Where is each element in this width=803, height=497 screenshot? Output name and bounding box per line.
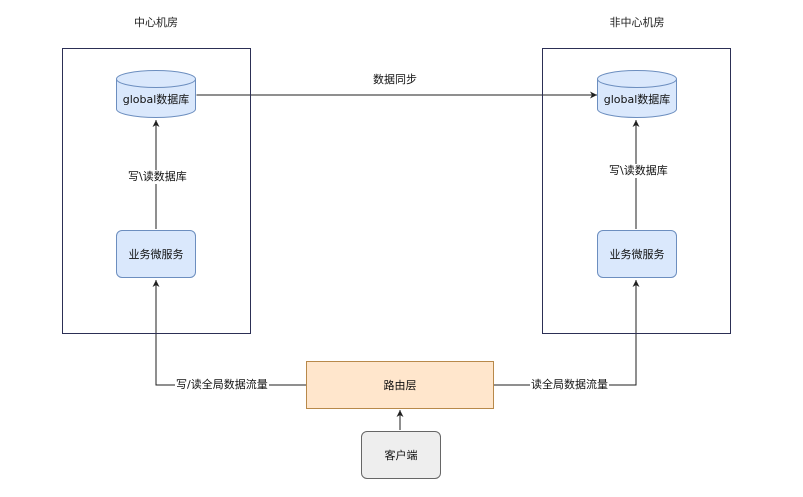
- non-center-database-label: global数据库: [603, 93, 671, 106]
- rw-global-traffic-label: 写/读全局数据流量: [175, 378, 269, 392]
- data-sync-label: 数据同步: [372, 73, 418, 87]
- database-cylinder-icon: [597, 70, 677, 118]
- non-center-rw-db-label: 写\读数据库: [608, 164, 669, 178]
- center-database-label: global数据库: [122, 93, 190, 106]
- read-global-traffic-label: 读全局数据流量: [530, 378, 609, 392]
- center-business-microservice[interactable]: 业务微服务: [116, 230, 196, 278]
- non-center-global-database[interactable]: global数据库: [597, 70, 677, 118]
- database-cylinder-icon: [116, 70, 196, 118]
- center-room-title: 中心机房: [134, 16, 178, 29]
- center-room-frame: [62, 48, 251, 334]
- non-center-room-frame: [542, 48, 731, 334]
- client[interactable]: 客户端: [361, 431, 441, 479]
- non-center-room-title: 非中心机房: [609, 16, 665, 29]
- non-center-business-microservice[interactable]: 业务微服务: [597, 230, 677, 278]
- center-rw-db-label: 写\读数据库: [127, 170, 188, 184]
- routing-layer[interactable]: 路由层: [306, 361, 494, 409]
- center-global-database[interactable]: global数据库: [116, 70, 196, 118]
